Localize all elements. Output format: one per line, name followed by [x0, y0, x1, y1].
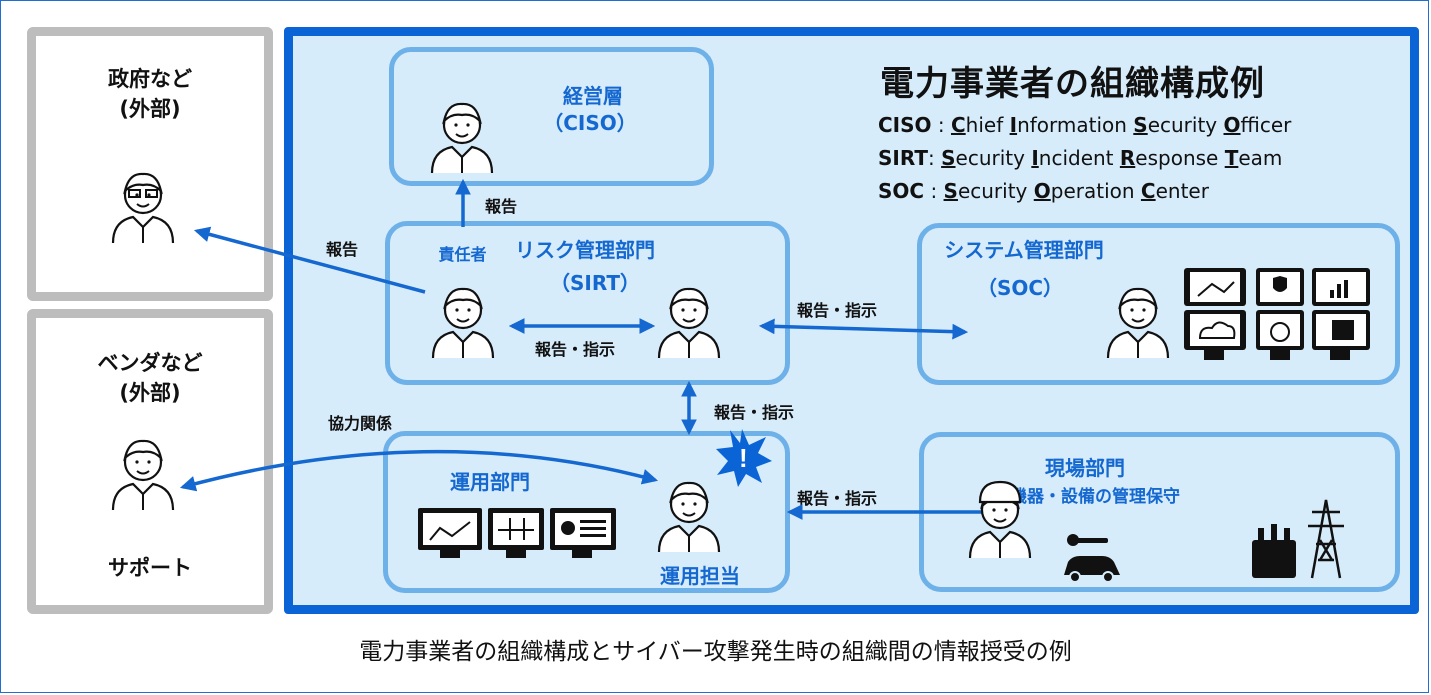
risk-lead-person-icon	[431, 287, 495, 360]
wrench-icon	[1067, 534, 1108, 546]
label-to-mgmt: 報告	[485, 197, 518, 216]
abbr-initial: O	[1033, 179, 1051, 203]
ops-person-icon	[657, 481, 721, 554]
alert-icon: !	[716, 429, 772, 487]
risk-name: リスク管理部門	[515, 238, 655, 262]
abbr-initial: T	[1224, 146, 1239, 170]
risk-staff-person-icon	[657, 287, 721, 360]
vendor-footer: サポート	[108, 556, 192, 580]
abbr-ciso: CISO : Chief Information Security Office…	[878, 113, 1292, 137]
abbr-initial: S	[1133, 113, 1148, 137]
abbr-initial: C	[950, 113, 966, 137]
risk-role: 責任者	[438, 245, 487, 264]
abbr-key: SOC	[878, 179, 925, 203]
label-risk-internal: 報告・指示	[535, 340, 616, 359]
ciso-person-icon	[430, 102, 494, 175]
vendor-person-icon	[111, 439, 175, 512]
ops-monitor-icons	[418, 508, 616, 558]
field-sub: 機器・設備の管理保守	[1010, 487, 1180, 507]
svg-text:!: !	[739, 443, 748, 473]
arrow-vendor-ops	[179, 449, 659, 492]
label-risk-system: 報告・指示	[797, 301, 878, 320]
mgmt-name: 経営層	[563, 84, 623, 108]
government-title-line2: (外部)	[119, 97, 181, 121]
abbr-initial: R	[1119, 146, 1136, 170]
arrow-risk-to-gov	[193, 226, 426, 294]
abbr-key: SIRT	[878, 146, 928, 170]
government-title-line1: 政府など	[108, 67, 192, 91]
abbr-sirt: SIRT: Security Incident Response Team	[878, 146, 1283, 170]
label-risk-ops: 報告・指示	[714, 403, 795, 422]
car-icon	[1064, 556, 1120, 583]
abbr-key: CISO	[878, 113, 932, 137]
abbr-initial: C	[1140, 179, 1156, 203]
system-name: システム管理部門	[944, 238, 1104, 262]
abbr-initial: S	[943, 179, 958, 203]
arrow-risk-system	[758, 318, 969, 340]
soc-monitor-wall-icon	[1184, 268, 1370, 360]
ops-role: 運用担当	[660, 564, 740, 588]
abbr-initial: I	[1031, 146, 1039, 170]
figure-caption: 電力事業者の組織構成とサイバー攻撃発生時の組織間の情報授受の例	[359, 639, 1072, 665]
mgmt-sub: （CISO）	[543, 111, 637, 135]
abbr-initial: S	[941, 146, 956, 170]
field-name: 現場部門	[1045, 456, 1125, 480]
risk-sub: （SIRT）	[550, 271, 640, 295]
vendor-title-line1: ベンダなど	[97, 351, 203, 375]
label-vendor-ops: 協力関係	[328, 414, 393, 433]
label-ops-field: 報告・指示	[797, 489, 878, 508]
field-person-icon	[968, 480, 1032, 560]
abbr-initial: O	[1223, 113, 1241, 137]
gov-person-icon	[111, 172, 175, 245]
abbr-initial: I	[1009, 113, 1018, 137]
abbr-soc: SOC : Security Operation Center	[878, 179, 1209, 203]
label-to-gov: 報告	[326, 240, 359, 259]
soc-person-icon	[1106, 287, 1170, 360]
system-sub: （SOC）	[976, 276, 1064, 300]
power-tower-icon	[1308, 499, 1344, 579]
transformer-icon	[1252, 524, 1296, 578]
external-government-panel: 政府など (外部)	[27, 27, 273, 301]
vendor-title-line2: (外部)	[119, 381, 181, 405]
diagram-title: 電力事業者の組織構成例	[880, 64, 1265, 104]
